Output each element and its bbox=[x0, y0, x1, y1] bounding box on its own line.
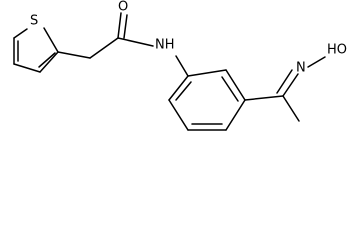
bond-ch2-carbonyl bbox=[89, 37, 119, 59]
bond-ar2-ar3-double bbox=[221, 76, 239, 102]
bond-ar3-ar4 bbox=[225, 99, 246, 131]
atom-sulfur-thiophene: S bbox=[30, 14, 38, 29]
atom-hydroxyl-oxime: HO bbox=[327, 43, 347, 58]
chemical-structure: O S NH N HO bbox=[13, 0, 347, 131]
bond-carbonyl-o bbox=[117, 12, 122, 39]
bond-n-ring bbox=[175, 55, 189, 77]
bond-ring-c-oxime bbox=[244, 95, 284, 101]
atom-nitrogen-oxime: N bbox=[296, 61, 306, 76]
oxime-chain bbox=[244, 56, 326, 122]
bond-ar2-ar3 bbox=[225, 69, 246, 101]
bond-ar6-ar1-double bbox=[175, 81, 192, 101]
bond-c5-s bbox=[13, 28, 28, 39]
bond-c3-c3-double bbox=[38, 52, 56, 68]
thiophene-ring bbox=[13, 27, 59, 73]
bond-c-n-oxime-double bbox=[276, 69, 293, 94]
structure-canvas: O S NH N HO bbox=[13, 0, 347, 131]
bond-carbonyl-o-double bbox=[123, 14, 128, 39]
bond-s-c2 bbox=[43, 27, 59, 53]
bond-c-n-oxime bbox=[282, 73, 299, 97]
benzene-ring bbox=[168, 69, 246, 131]
bond-carbonyl-n bbox=[117, 37, 154, 47]
bond-n-ho bbox=[307, 56, 326, 68]
bond-ar6-ar1 bbox=[168, 75, 189, 101]
atom-nitrogen-amide: NH bbox=[155, 38, 175, 53]
bond-c3-c4 bbox=[13, 63, 41, 73]
bond-c2-c3 bbox=[39, 51, 59, 73]
bond-ar5-ar6 bbox=[168, 99, 189, 131]
acetamide-chain bbox=[57, 12, 189, 77]
bond-thiophene-ch2 bbox=[57, 51, 91, 59]
bond-ar1-ar2 bbox=[187, 69, 227, 77]
atom-oxygen-carbonyl: O bbox=[118, 0, 128, 15]
bond-c-methyl bbox=[282, 95, 300, 122]
